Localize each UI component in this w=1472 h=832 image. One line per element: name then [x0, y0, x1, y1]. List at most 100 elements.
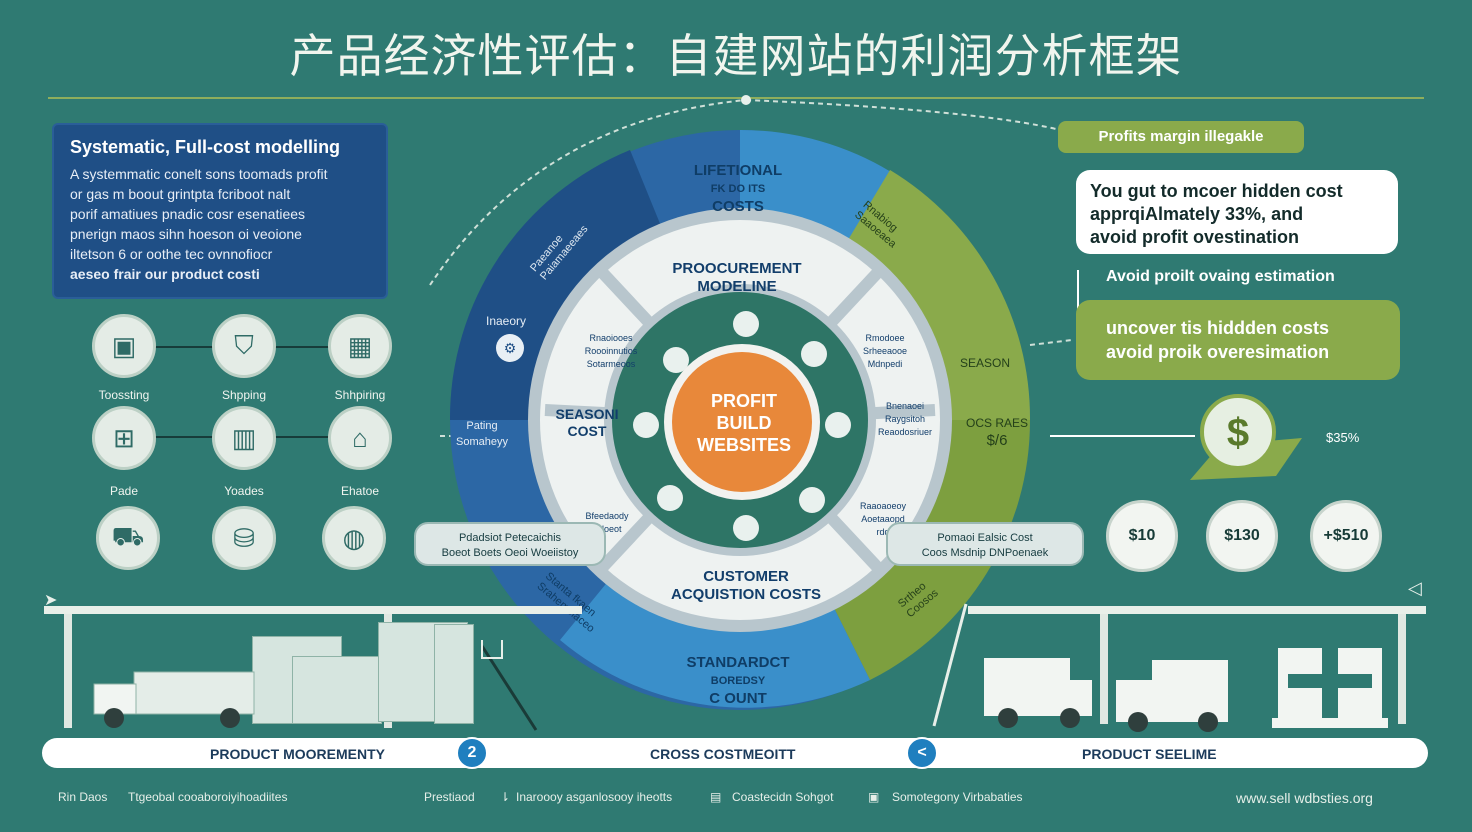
left-warehouse-rail — [44, 606, 582, 614]
inventory-label: Inaeory — [486, 314, 527, 328]
box-stack — [434, 624, 474, 724]
left-cost-pill: Pdadsiot Petecaichis Boeot Boets Oeoi Wo… — [414, 522, 606, 566]
page-title: 产品经济性评估：自建网站的利润分析框架 — [289, 29, 1183, 83]
segment-text: Mdnpedi — [867, 359, 903, 369]
segment-text: rdd — [876, 527, 890, 537]
callout-text: avoid profit ovestination — [1090, 227, 1300, 247]
footer-doc-icon: ▤ — [710, 790, 722, 804]
factory-icon: ⌂ — [328, 406, 392, 470]
shop-icon: ▦ — [328, 314, 392, 378]
wheel-text: $/6 — [986, 432, 1008, 449]
shopping-bag-icon: ⛁ — [212, 506, 276, 570]
segment-text: Roooinnutios — [584, 346, 638, 356]
footer-item: Inaroooy asganlosooy iheotts — [516, 790, 673, 804]
footer-url[interactable]: www.sell wdbsties.org — [1236, 790, 1373, 806]
segment-text: Bfeedaody — [585, 511, 629, 521]
season-label: SEASON — [960, 356, 1011, 370]
segment-text: CUSTOMER — [703, 568, 789, 585]
icon-label: Toossting — [98, 388, 150, 402]
uncover-costs-callout: uncover tis hiddden costs avoid proik ov… — [1076, 300, 1400, 380]
panel-heading: Systematic, Full-cost modelling — [70, 137, 341, 157]
center-text: PROFIT — [711, 391, 777, 411]
icon-label: Shhpiring — [334, 388, 386, 402]
callout-text: You gut to mcoer hidden cost — [1090, 181, 1343, 201]
segment-text: COST — [567, 423, 607, 439]
footer-item: Rin Daos — [58, 790, 108, 804]
segment-text: Srheeaooe — [862, 346, 908, 356]
segment-text: Rmodoee — [865, 333, 905, 343]
coin-badge: +$510 — [1310, 500, 1382, 572]
icon-label: Pade — [109, 484, 139, 498]
money-percent-label: $35% — [1326, 430, 1360, 445]
segment-small-text: Rmodoee Srheeaooe Mdnpedi — [850, 332, 920, 371]
building-icon: ▥ — [212, 406, 276, 470]
avoid-note: Avoid proilt ovaing estimation — [1106, 268, 1335, 285]
segment-small-text: Bnenaoei Raygsitoh Reaodosriuer — [870, 400, 940, 439]
center-text: BUILD — [716, 413, 772, 433]
box-icon: ▣ — [92, 314, 156, 378]
seasonal-segment: SEASONI COST — [552, 406, 622, 440]
right-warehouse-rail — [968, 606, 1426, 614]
callout-text: uncover tis hiddden costs — [1106, 318, 1330, 338]
panel-line: or gas m boout grintpta fcriboot nalt — [70, 186, 291, 202]
scanner-icon: ◍ — [322, 506, 386, 570]
delivery-truck-icon — [984, 658, 1092, 728]
segment-text: Bnenaoei — [885, 401, 925, 411]
segment-text: Rdoeot — [592, 524, 622, 534]
truck-icon — [93, 671, 255, 728]
pill-text: Boeot Boets Oeoi Woeiistoy — [441, 547, 579, 559]
outer-right-label-c: OCS RAES $/6 — [966, 414, 1028, 450]
footer-item: Somotegony Virbabaties — [892, 790, 1023, 804]
arrow-left-icon: ◁ — [1408, 578, 1422, 598]
pill-text: Pomaoi Ealsic Cost — [937, 532, 1033, 544]
segment-small-text: Bfeedaody Rdoeot — [572, 510, 642, 536]
segment-small-text: Rnaoiooes Roooinnutios Sotarmeoos — [576, 332, 646, 371]
van-icon — [1116, 660, 1228, 732]
segment-small-text: Raaoaoeoy Aoetaaopd rdd — [848, 500, 918, 539]
segment-text: Rnaoiooes — [589, 333, 633, 343]
inventory-icon: ⚙ — [496, 334, 524, 362]
wheel-text: COSTS — [712, 198, 764, 215]
pill-text: Coos Msdnip DNPoenaek — [921, 547, 1049, 559]
segment-text: Raaoaoeoy — [859, 501, 907, 511]
wheel-text: Pating — [466, 420, 498, 432]
step-badge: < — [906, 737, 938, 769]
step-badge: 2 — [456, 737, 488, 769]
wheel-text: OCS RAES — [966, 416, 1029, 430]
footer-pin-icon: ⇂ — [500, 790, 511, 804]
footer-list-icon: ▣ — [868, 790, 880, 804]
wheel-text: FK DO ITS — [710, 183, 766, 195]
segment-text: MODELINE — [697, 278, 777, 295]
lifetime-costs-label: LIFETIONAL FK DO ITS COSTS — [668, 162, 808, 216]
money-icon: $ — [1190, 394, 1302, 480]
forklift-icon — [480, 640, 538, 731]
warehouse-post — [1398, 614, 1406, 724]
profit-margin-tag: Profits margin illegakle — [1058, 121, 1304, 153]
icon-label: Ehatoe — [340, 484, 380, 498]
callout-text: avoid proik overesimation — [1106, 342, 1330, 362]
segment-text: SEASONI — [555, 406, 619, 422]
svg-text:$: $ — [1227, 411, 1249, 455]
footer-item: Coastecidn Sohgot — [732, 790, 834, 804]
panel-line: aeseo frair our product costi — [70, 266, 260, 282]
arrow-right-icon: ➤ — [44, 592, 58, 609]
bag-icon: ⛉ — [212, 314, 276, 378]
segment-text: Reaodosriuer — [877, 427, 933, 437]
pallet-icon — [1272, 648, 1388, 728]
process-bar: PRODUCT MOOREMENTY CROSS COSTMEOITT PROD… — [42, 738, 1428, 768]
bar-label-middle: CROSS COSTMEOITT — [650, 746, 796, 762]
segment-text: Raygsitoh — [884, 414, 926, 424]
package-icon: ⊞ — [92, 406, 156, 470]
hidden-cost-callout: You gut to mcoer hidden cost apprqiAlmat… — [1076, 170, 1398, 254]
panel-line: porif amatiues pnadic cosr esenatiees — [70, 206, 306, 222]
bar-label-left: PRODUCT MOOREMENTY — [210, 746, 385, 762]
outer-left-label-c: Pating Somaheyy — [456, 418, 508, 450]
full-cost-panel: Systematic, Full-cost modelling A system… — [52, 123, 388, 299]
panel-line: A systemmatic conelt sons toomads profit — [70, 166, 328, 182]
icon-label: Yoades — [224, 484, 264, 498]
wheel-text: BOREDSY — [710, 675, 766, 687]
segment-text: Sotarmeoos — [586, 359, 636, 369]
warehouse-post — [1100, 614, 1108, 724]
warehouse-post — [64, 614, 72, 728]
standard-count-label: STANDARDCT BOREDSY C OUNT — [668, 654, 808, 708]
